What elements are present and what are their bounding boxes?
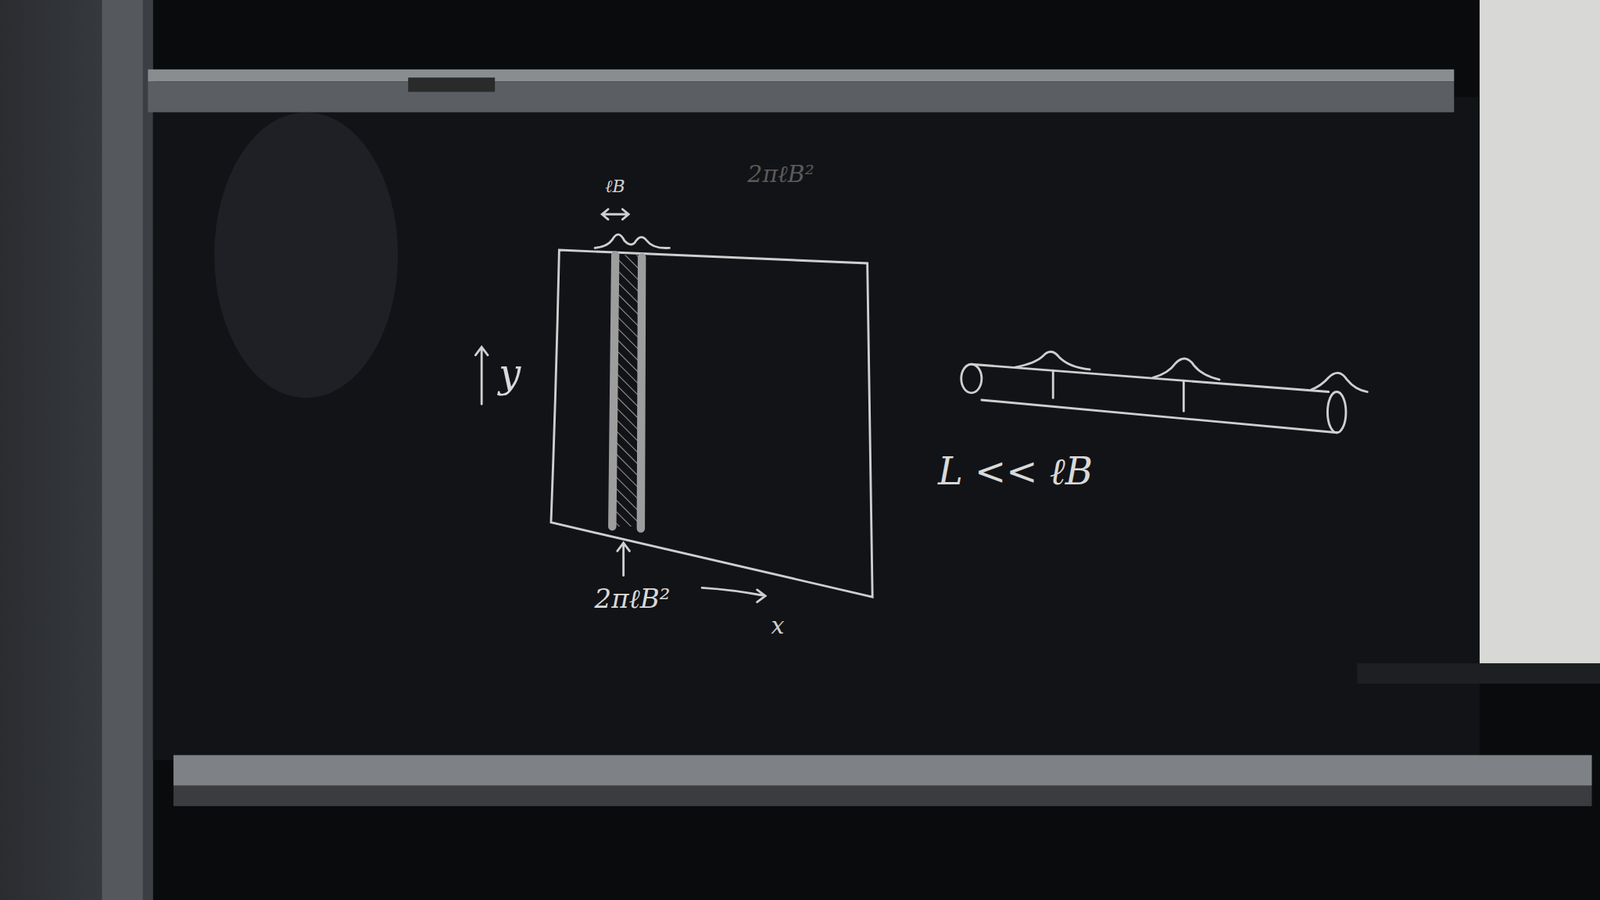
blackboard: [153, 96, 1480, 761]
chalk-label: ℓB: [604, 177, 625, 197]
cylinder-side: [971, 364, 1329, 392]
wavefunction: [594, 234, 670, 248]
pointer-arrow: [617, 543, 630, 577]
wavefunction: [1152, 358, 1220, 380]
cylinder-division: [1052, 370, 1055, 398]
eraser-smudge: [214, 112, 398, 399]
chalk-label: 2πℓB²: [747, 161, 814, 187]
chalk-drawing: [475, 209, 1368, 603]
chalk-rail: [147, 69, 1454, 83]
chalk-rail: [147, 81, 1454, 112]
axis-arrow: [475, 347, 488, 405]
cylinder-division: [1182, 380, 1185, 412]
strip-edge: [640, 257, 642, 529]
plane-outline: [551, 250, 873, 598]
width-arrow: [601, 209, 629, 220]
screen-edge: [1356, 663, 1600, 684]
cylinder-end: [961, 364, 982, 394]
strip-edge: [612, 255, 616, 527]
board-frame: [102, 0, 144, 900]
cylinder-side: [981, 400, 1337, 434]
chalk-label: y: [498, 352, 521, 396]
chalk-label: x: [771, 612, 785, 639]
chalk-tray: [173, 786, 1593, 807]
chalk-label: L << ℓB: [937, 451, 1093, 493]
wall: [0, 0, 154, 900]
chalk-tray: [173, 755, 1593, 787]
cylinder-end: [1327, 392, 1346, 434]
eraser: [408, 77, 495, 92]
chalk-label: 2πℓB²: [594, 584, 671, 614]
wavefunction: [1311, 372, 1368, 392]
axis-arrow: [701, 587, 766, 602]
screen: [1479, 0, 1600, 664]
wavefunction: [1015, 351, 1090, 370]
